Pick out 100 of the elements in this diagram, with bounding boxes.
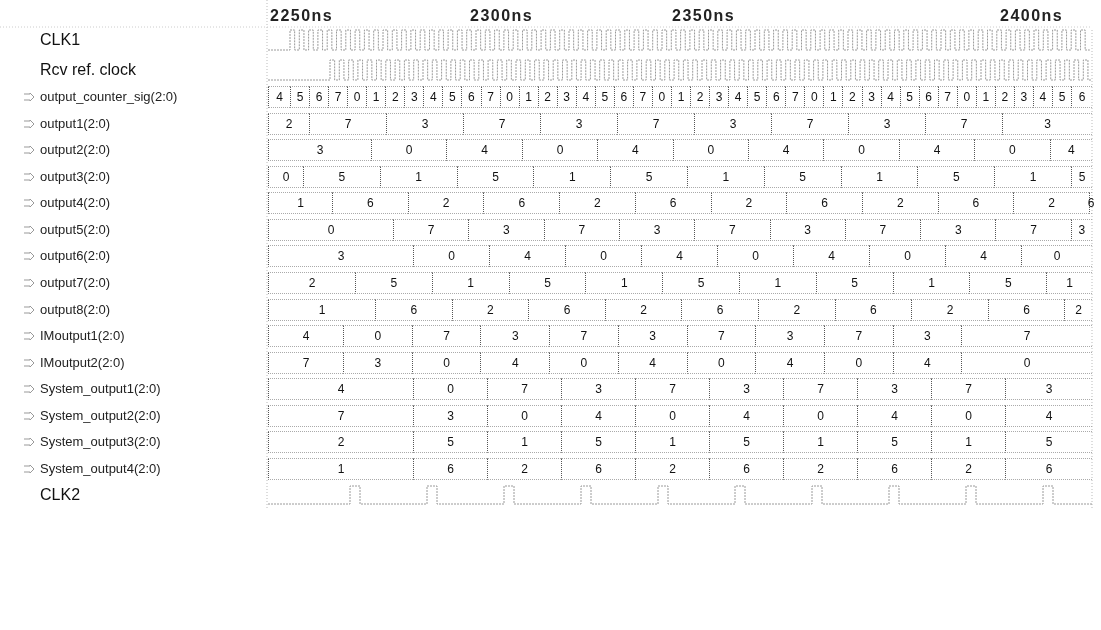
bus-value: 3 [268, 139, 371, 162]
bus-value: 3 [343, 351, 412, 374]
bus-value: 3 [920, 218, 996, 241]
signal-name: System_output4(2:0) [40, 461, 161, 475]
bus-value: 5 [355, 272, 432, 294]
bus-value: 2 [559, 192, 635, 215]
bus-value: 6 [634, 192, 711, 215]
bus-value: 2 [931, 457, 1005, 480]
bus-value: 5 [508, 272, 586, 294]
signal-name: output6(2:0) [40, 249, 111, 263]
bus-value: 2 [268, 431, 413, 454]
bus-value: 3 [618, 218, 695, 241]
bus-value: 0 [413, 245, 489, 268]
signal-name: output8(2:0) [40, 302, 111, 316]
signal-name: System_output1(2:0) [40, 382, 161, 396]
time-label: 2400ns [1000, 6, 1064, 26]
bus-value: 3 [1013, 86, 1033, 108]
bus-value: 4 [898, 139, 975, 162]
bus-value: 7 [480, 86, 500, 108]
bus-value: 4 [480, 351, 550, 374]
bus-value: 1 [431, 272, 509, 294]
bus-value: 7 [931, 378, 1005, 401]
bus-value: 1 [635, 431, 709, 454]
time-label: 2250ns [270, 6, 334, 26]
bus-value: 3 [404, 86, 424, 108]
bus-value: 2 [537, 86, 557, 108]
bus-value: 6 [332, 192, 408, 215]
bus-value: 6 [786, 192, 862, 215]
bus-value: 3 [468, 218, 544, 241]
bus-value: 0 [635, 404, 709, 427]
bus-value: 5 [290, 86, 310, 108]
bus-value: 7 [393, 218, 469, 241]
bus-value: 6 [528, 298, 605, 321]
bus-value: 2 [842, 86, 862, 108]
bus-value: 5 [662, 272, 739, 294]
bus-value: 4 [857, 404, 931, 427]
bus-value: 4 [1032, 86, 1052, 108]
bus-value: 4 [641, 245, 717, 268]
bus-value: 3 [617, 325, 687, 348]
bus-value: 0 [717, 245, 793, 268]
signal-name: output4(2:0) [40, 196, 111, 210]
bus-value: 6 [613, 86, 633, 108]
bus-value: 0 [804, 86, 824, 108]
bus-value: 4 [268, 325, 343, 348]
bus-value: 0 [371, 139, 447, 162]
bus-value: 0 [783, 404, 857, 427]
bus-value: 3 [709, 378, 783, 401]
bus-value: 2 [710, 192, 787, 215]
bus-value: 4 [755, 351, 824, 374]
bus-value: 5 [815, 272, 893, 294]
bus-value: 1 [840, 165, 918, 188]
bus-value: 2 [1013, 192, 1089, 215]
bus-value: 5 [610, 165, 687, 188]
bus-value: 7 [771, 112, 848, 135]
signal-name: output7(2:0) [40, 276, 111, 289]
bus-value: 1 [487, 431, 561, 454]
bus-value: 4 [1049, 139, 1092, 162]
signal-name: output1(2:0) [40, 116, 111, 130]
bus-value: 5 [763, 165, 841, 188]
bus-value: 0 [1021, 245, 1092, 268]
bus-value: 6 [918, 86, 938, 108]
bus-value: 1 [687, 165, 764, 188]
bus-value: 7 [328, 86, 348, 108]
bus-value: 0 [499, 86, 519, 108]
bus-value: 0 [974, 139, 1050, 162]
bus-value: 6 [413, 457, 487, 480]
bus-value: 2 [268, 272, 355, 294]
bus-value: 6 [461, 86, 481, 108]
bus-value: 6 [857, 457, 931, 480]
bus-value: 2 [487, 457, 561, 480]
bus-value: 0 [411, 351, 481, 374]
bus-value: 2 [758, 298, 835, 321]
bus-value: 7 [411, 325, 481, 348]
bus-value: 6 [1089, 192, 1092, 215]
signal-name: CLK2 [40, 487, 81, 503]
bus-value: 7 [844, 218, 921, 241]
bus-value: 0 [521, 139, 598, 162]
bus-value: 3 [857, 378, 931, 401]
bus-value: 1 [268, 192, 332, 215]
bus-value: 6 [375, 298, 452, 321]
bus-value: 3 [892, 325, 962, 348]
bus-value: 4 [489, 245, 565, 268]
time-label: 2350ns [672, 6, 736, 26]
bus-value: 3 [540, 112, 617, 135]
bus-value: 4 [945, 245, 1021, 268]
bus-value: 2 [385, 86, 405, 108]
bus-value: 5 [561, 431, 635, 454]
bus-value: 1 [671, 86, 691, 108]
bus-value: 4 [561, 404, 635, 427]
bus-value: 2 [1064, 298, 1092, 321]
signal-name: System_output3(2:0) [40, 435, 161, 449]
bus-value: 0 [268, 165, 303, 188]
bus-value: 2 [604, 298, 682, 321]
bus-value: 7 [995, 218, 1071, 241]
signal-name: output2(2:0) [40, 143, 111, 157]
bus-value: 7 [268, 404, 413, 427]
bus-value: 2 [783, 457, 857, 480]
bus-value: 1 [533, 165, 611, 188]
bus-value: 5 [303, 165, 380, 188]
bus-value: 3 [1002, 112, 1092, 135]
